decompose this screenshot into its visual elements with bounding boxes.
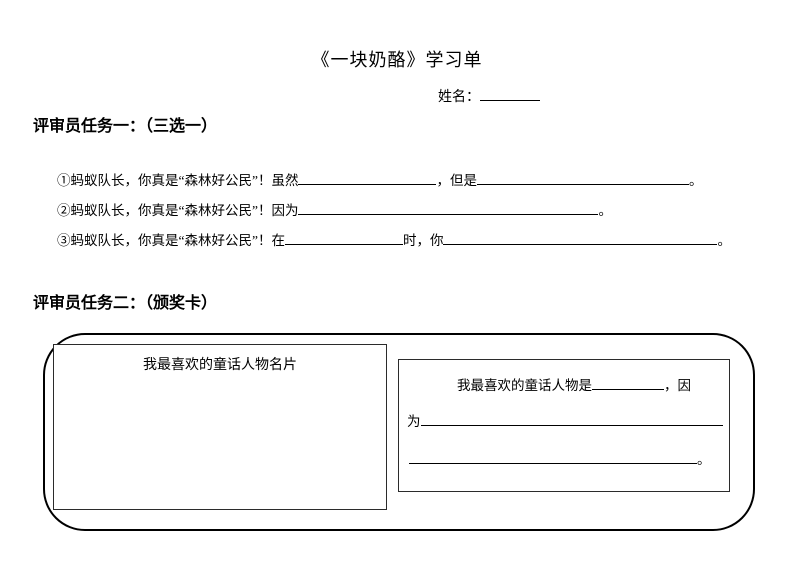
item1-suffix: 。: [688, 173, 703, 188]
item1-prefix: ①蚂蚁队长，你真是“森林好公民”！虽然: [57, 173, 299, 188]
item3-suffix: 。: [717, 233, 731, 248]
name-label: 姓名：: [438, 90, 480, 105]
task1-item-3: ③蚂蚁队长，你真是“森林好公民”！在 时，你 。: [57, 230, 731, 251]
item1-mid: ，但是: [436, 173, 477, 188]
blank-line: [592, 375, 664, 390]
item2-suffix: 。: [598, 203, 612, 218]
task1-heading: 评审员任务一：（三选一）: [33, 118, 218, 135]
award-line-3: 。: [409, 448, 711, 468]
award-line2-prefix: 为: [407, 414, 421, 429]
blank-line: [298, 200, 599, 215]
blank-line: [443, 230, 718, 245]
award-line1-suffix: ，因: [664, 378, 691, 393]
blank-line: [409, 449, 697, 464]
award-line3-suffix: 。: [697, 452, 711, 467]
award-line1-prefix: 我最喜欢的童话人物是: [457, 378, 592, 393]
name-blank-line: [480, 86, 540, 101]
character-card-title: 我最喜欢的童话人物名片: [143, 358, 297, 373]
page-title: 《一块奶酪》学习单: [311, 50, 483, 70]
award-line-1: 我最喜欢的童话人物是 ，因: [457, 374, 691, 394]
award-card-container: [43, 333, 755, 531]
blank-line: [284, 230, 403, 245]
item2-prefix: ②蚂蚁队长，你真是“森林好公民”！因为: [57, 203, 299, 218]
task1-item-2: ②蚂蚁队长，你真是“森林好公民”！因为 。: [57, 200, 612, 221]
student-name-row: 姓名：: [438, 86, 540, 106]
award-text-box: 我最喜欢的童话人物是 ，因 为 。: [398, 359, 730, 492]
character-name-card-box: 我最喜欢的童话人物名片: [53, 344, 387, 510]
item3-mid: 时，你: [402, 233, 444, 248]
award-line-2: 为: [407, 410, 723, 430]
blank-line: [420, 411, 723, 426]
task2-heading: 评审员任务二：（颁奖卡）: [33, 295, 218, 312]
item3-prefix: ③蚂蚁队长，你真是“森林好公民”！在: [57, 233, 285, 248]
task1-item-1: ①蚂蚁队长，你真是“森林好公民”！虽然 ，但是 。: [57, 170, 702, 191]
blank-line: [298, 170, 437, 185]
blank-line: [476, 170, 689, 185]
